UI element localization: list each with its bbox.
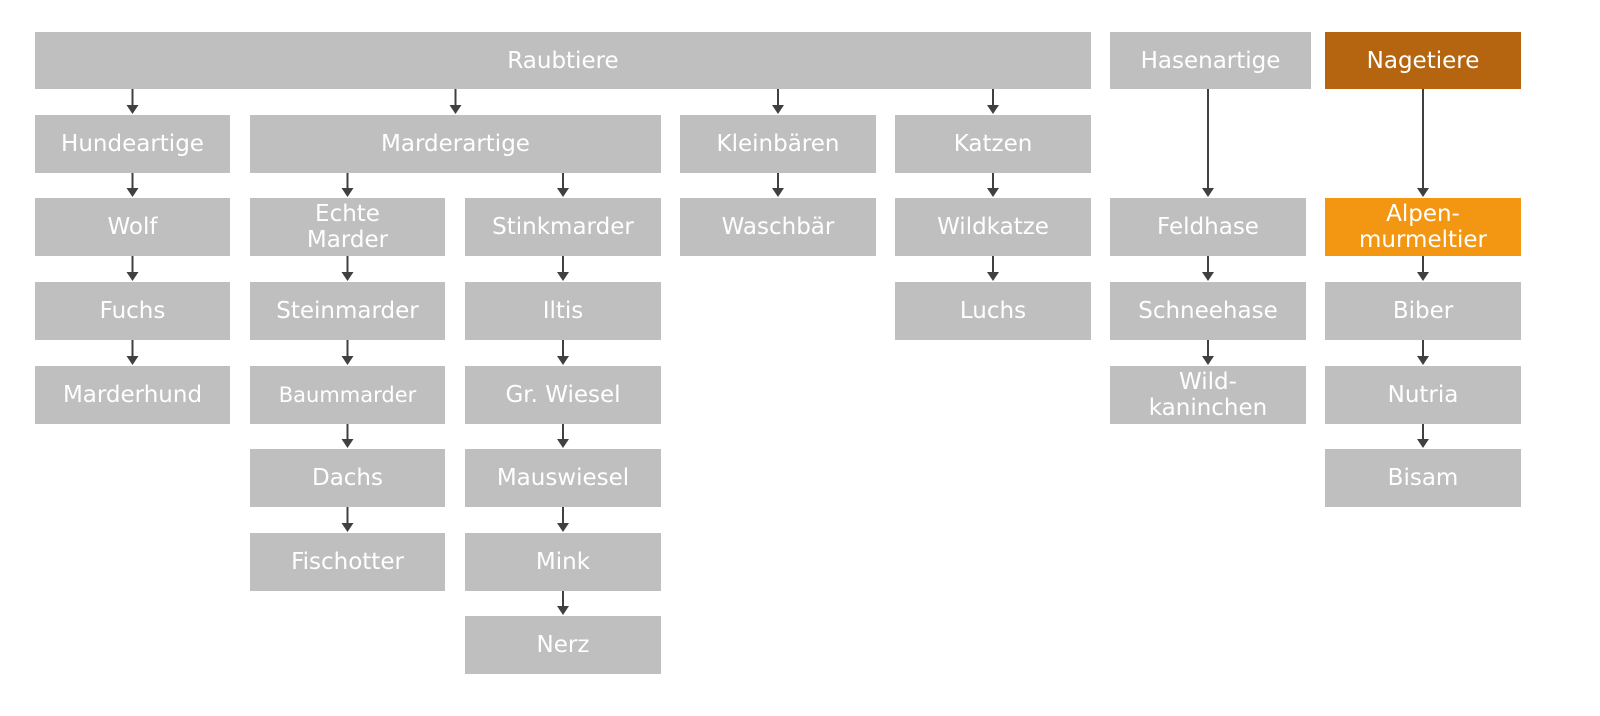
node-label-line-2: kaninchen bbox=[1148, 395, 1268, 421]
arrow-raubtiere-marderartige bbox=[449, 89, 462, 114]
node-dachs: Dachs bbox=[250, 449, 445, 507]
arrow-nagetiere-alpenmurmeltier bbox=[1417, 89, 1429, 197]
arrow-marderartige-stinkmarder bbox=[557, 173, 569, 197]
node-label: Kleinbären bbox=[716, 131, 840, 157]
node-mauswiesel: Mauswiesel bbox=[465, 449, 661, 507]
node-waschbaer: Waschbär bbox=[680, 198, 876, 256]
arrow-marderartige-echte_marder bbox=[341, 173, 354, 197]
node-label-line-1: Echte bbox=[315, 201, 380, 227]
arrow-hundeartige-wolf bbox=[126, 173, 139, 197]
node-label: Steinmarder bbox=[276, 298, 419, 324]
node-nerz: Nerz bbox=[465, 616, 661, 674]
node-marderartige: Marderartige bbox=[250, 115, 661, 173]
node-label: Fuchs bbox=[99, 298, 166, 324]
arrow-stinkmarder-iltis bbox=[557, 256, 569, 281]
node-mink: Mink bbox=[465, 533, 661, 591]
node-label: Waschbär bbox=[721, 214, 835, 240]
node-alpenmurmeltier: Alpen- murmeltier bbox=[1325, 198, 1521, 256]
arrow-nutria-bisam bbox=[1417, 424, 1429, 448]
arrow-raubtiere-hundeartige bbox=[126, 89, 139, 114]
arrow-raubtiere-kleinbaeren bbox=[772, 89, 784, 114]
node-label: Bisam bbox=[1387, 465, 1459, 491]
arrow-alpenmurmeltier-biber bbox=[1417, 256, 1429, 281]
node-baummarder: Baummarder bbox=[250, 366, 445, 424]
node-feldhase: Feldhase bbox=[1110, 198, 1306, 256]
arrow-iltis-gr_wiesel bbox=[557, 340, 569, 365]
node-fischotter: Fischotter bbox=[250, 533, 445, 591]
node-label: Stinkmarder bbox=[492, 214, 634, 240]
node-biber: Biber bbox=[1325, 282, 1521, 340]
arrow-hasenartige-feldhase bbox=[1202, 89, 1214, 197]
node-raubtiere: Raubtiere bbox=[35, 32, 1091, 89]
node-label: Marderhund bbox=[62, 382, 203, 408]
arrow-steinmarder-baummarder bbox=[341, 340, 354, 365]
node-bisam: Bisam bbox=[1325, 449, 1521, 507]
node-katzen: Katzen bbox=[895, 115, 1091, 173]
node-label: Nagetiere bbox=[1366, 47, 1480, 74]
node-wildkaninchen: Wild- kaninchen bbox=[1110, 366, 1306, 424]
arrow-wolf-fuchs bbox=[126, 256, 139, 281]
node-echte-marder: Echte Marder bbox=[250, 198, 445, 256]
node-label: Gr. Wiesel bbox=[505, 382, 621, 408]
node-stinkmarder: Stinkmarder bbox=[465, 198, 661, 256]
arrow-dachs-fischotter bbox=[341, 507, 354, 532]
arrow-mink-nerz bbox=[557, 591, 569, 615]
node-label: Baummarder bbox=[278, 383, 417, 407]
arrow-feldhase-schneehase bbox=[1202, 256, 1214, 281]
node-label: Hasenartige bbox=[1140, 47, 1281, 74]
node-label: Fischotter bbox=[291, 549, 404, 575]
node-nagetiere: Nagetiere bbox=[1325, 32, 1521, 89]
arrow-mauswiesel-mink bbox=[557, 507, 569, 532]
node-label: Biber bbox=[1392, 298, 1454, 324]
node-label-line-2: murmeltier bbox=[1359, 227, 1487, 253]
node-marderhund: Marderhund bbox=[35, 366, 230, 424]
node-wildkatze: Wildkatze bbox=[895, 198, 1091, 256]
arrow-biber-nutria bbox=[1417, 340, 1429, 365]
node-gr-wiesel: Gr. Wiesel bbox=[465, 366, 661, 424]
node-luchs: Luchs bbox=[895, 282, 1091, 340]
arrow-fuchs-marderhund bbox=[126, 340, 139, 365]
node-label: Mauswiesel bbox=[496, 465, 630, 491]
node-label-line-1: Wild- bbox=[1179, 369, 1237, 395]
arrow-echte_marder-steinmarder bbox=[341, 256, 354, 281]
node-fuchs: Fuchs bbox=[35, 282, 230, 340]
node-label: Iltis bbox=[542, 298, 584, 324]
node-label: Nutria bbox=[1387, 382, 1459, 408]
node-steinmarder: Steinmarder bbox=[250, 282, 445, 340]
arrow-wildkatze-luchs bbox=[987, 256, 999, 281]
node-label: Katzen bbox=[953, 131, 1033, 157]
arrow-raubtiere-katzen bbox=[987, 89, 999, 114]
node-label: Nerz bbox=[536, 632, 590, 658]
node-label: Wildkatze bbox=[937, 214, 1049, 240]
node-label: Schneehase bbox=[1138, 298, 1278, 324]
node-label-line-1: Alpen- bbox=[1386, 201, 1460, 227]
node-wolf: Wolf bbox=[35, 198, 230, 256]
arrow-kleinbaeren-waschbaer bbox=[772, 173, 784, 197]
node-label: Wolf bbox=[107, 214, 158, 240]
node-label: Luchs bbox=[959, 298, 1027, 324]
node-kleinbaeren: Kleinbären bbox=[680, 115, 876, 173]
node-label: Mink bbox=[535, 549, 591, 575]
node-label: Feldhase bbox=[1157, 214, 1259, 240]
node-label: Raubtiere bbox=[507, 47, 619, 74]
node-nutria: Nutria bbox=[1325, 366, 1521, 424]
arrow-gr_wiesel-mauswiesel bbox=[557, 424, 569, 448]
node-schneehase: Schneehase bbox=[1110, 282, 1306, 340]
arrow-katzen-wildkatze bbox=[987, 173, 999, 197]
node-hundeartige: Hundeartige bbox=[35, 115, 230, 173]
node-iltis: Iltis bbox=[465, 282, 661, 340]
arrow-baummarder-dachs bbox=[341, 424, 354, 448]
node-label: Hundeartige bbox=[61, 131, 204, 157]
node-label-line-2: Marder bbox=[306, 227, 389, 253]
node-label: Dachs bbox=[311, 465, 383, 491]
node-label: Marderartige bbox=[381, 131, 530, 157]
node-hasenartige: Hasenartige bbox=[1110, 32, 1311, 89]
arrow-schneehase-wildkaninchen bbox=[1202, 340, 1214, 365]
